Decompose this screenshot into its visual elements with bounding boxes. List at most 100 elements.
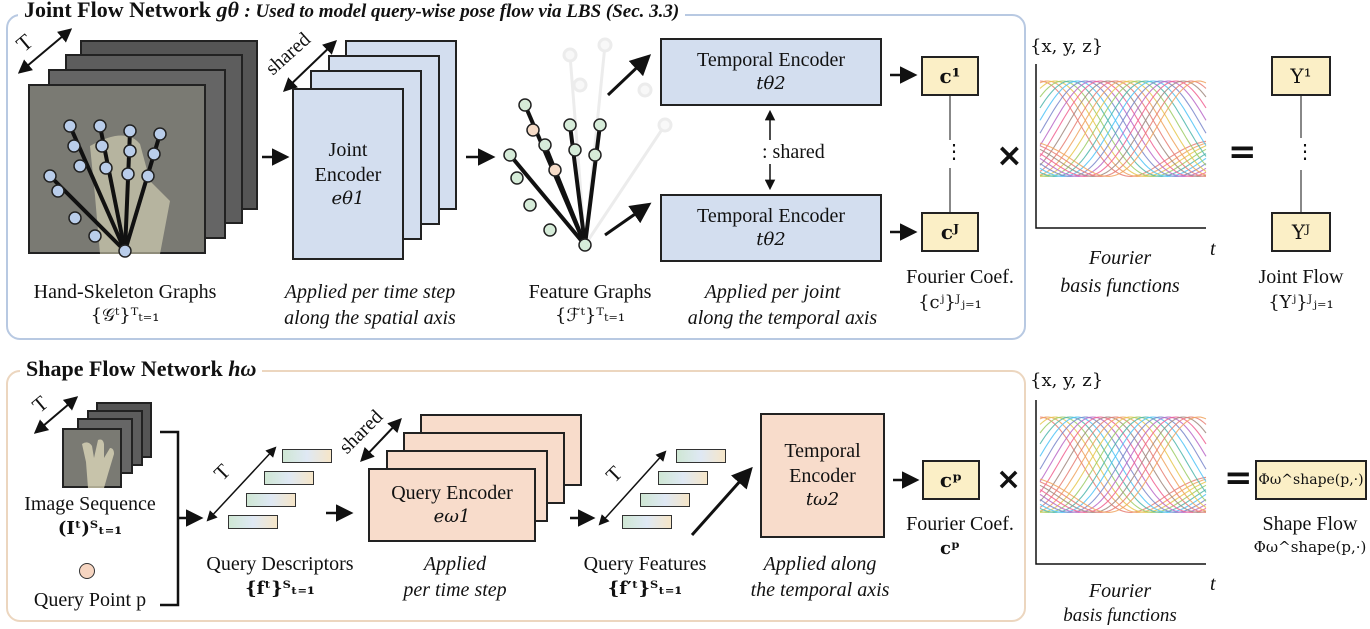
query-point-icon (79, 563, 95, 579)
joint-flow-math: {Υʲ}ᴶⱼ₌₁ (1268, 292, 1334, 313)
graphs-math: {𝒢ᵗ}ᵀₜ₌₁ (90, 305, 160, 326)
basis-curve (1039, 80, 1207, 177)
query-encoder-box: Query Encoder eω1 (368, 468, 536, 542)
query-features-math: {f′ᵗ}ᵀₜ₌₁ (607, 578, 683, 599)
shape-flow-math: Φω^shape(p,·) (1253, 538, 1367, 556)
query-feature-bar (676, 449, 726, 463)
basis-curve (1039, 80, 1207, 177)
joint-plot-label-1: Fourier (1088, 247, 1152, 269)
temporal-encoder-bottom: Temporal Encoder tθ2 (660, 194, 882, 262)
joint-flow-connector (1300, 95, 1302, 212)
coef-ellipsis: ⋮ (944, 141, 964, 163)
arrow-descriptors-to-encoder (326, 504, 354, 522)
shape-coef-math: cᵖ (940, 538, 960, 559)
shape-plot-axis-label: {x, y, z} (1030, 370, 1104, 391)
descriptor-t-arrow (206, 446, 277, 522)
query-descriptors-math: {fᵗ}ᵀₜ₌₁ (245, 578, 315, 599)
query-point-label: Query Point p (33, 589, 147, 611)
feature-graphs-label: Feature Graphs (528, 281, 652, 303)
graphs-label: Hand-Skeleton Graphs (33, 281, 217, 303)
query-features-label: Query Features (583, 553, 707, 575)
query-encoder-symbol: eω1 (433, 506, 471, 528)
joint-encoder-symbol: eθ1 (331, 187, 365, 209)
basis-curve (1039, 80, 1207, 177)
query-descriptor-bar (228, 515, 278, 529)
feature-graphs-math: {ℱᵗ}ᵀₜ₌₁ (554, 305, 626, 326)
arrows-temporal-to-coef (890, 66, 951, 241)
basis-curve (1039, 80, 1207, 177)
joint-shared-arrow (282, 40, 338, 92)
temporal-shared-label: : shared (762, 140, 825, 164)
basis-curve (1039, 416, 1207, 513)
basis-curve (1039, 80, 1207, 177)
coef-box-top: c¹ (921, 56, 979, 96)
joint-title-symbol: gθ (216, 0, 239, 22)
basis-curve (1039, 416, 1207, 513)
shape-temporal-symbol: tω2 (805, 489, 840, 511)
basis-curve (1039, 416, 1207, 513)
query-descriptor-bar (246, 493, 296, 507)
joint-flow-ellipsis: ⋮ (1295, 141, 1315, 163)
basis-curve (1039, 416, 1207, 513)
shape-fourier-plot (1035, 400, 1207, 565)
arrow-temporal-to-coef-shape (893, 471, 920, 489)
joint-plot-label-2: basis functions (1060, 275, 1180, 297)
shape-flow-box: Φω^shape(p,·) (1255, 460, 1367, 500)
joint-plot-axis-label: {x, y, z} (1030, 36, 1104, 57)
input-bracket (160, 430, 204, 607)
feature-graphs-drawing (503, 37, 673, 252)
shape-temporal-desc-1: Applied along (763, 553, 877, 575)
joint-t-arrow (17, 28, 73, 74)
shape-plot-t-label: t (1210, 573, 1216, 595)
basis-curve (1039, 80, 1207, 177)
basis-curve (1039, 416, 1207, 513)
shape-equals-icon: = (1224, 458, 1253, 498)
basis-curve (1039, 80, 1207, 177)
joint-flow-box-bottom: Υᴶ (1271, 212, 1331, 252)
shape-shared-arrow (360, 417, 402, 463)
image-sequence-math: (Iᵗ)ᵀₜ₌₁ (57, 518, 123, 539)
basis-curve (1039, 416, 1207, 513)
arrow-graph-to-encoder (262, 148, 290, 166)
joint-flow-box-top: Υ¹ (1271, 56, 1331, 96)
shape-coef-box: cᵖ (922, 460, 980, 500)
temporal-desc-1: Applied per joint (704, 281, 841, 303)
temporal-encoder-top: Temporal Encoder tθ2 (660, 38, 882, 106)
shape-flow-label: Shape Flow (1262, 513, 1358, 535)
shape-plot-label-2: basis functions (1063, 605, 1177, 626)
joint-coef-label: Fourier Coef. (906, 266, 1014, 288)
plot-axes (1035, 400, 1206, 565)
hand-skeleton-drawing (43, 119, 170, 258)
basis-curve (1039, 416, 1207, 513)
hand-skeleton-graph-image (28, 84, 206, 258)
image-sequence-label: Image Sequence (24, 493, 156, 515)
joint-encoder-desc-1: Applied per time step (284, 281, 456, 303)
basis-curve (1039, 80, 1207, 177)
basis-curve (1039, 80, 1207, 177)
basis-curve (1039, 416, 1207, 513)
shape-coef-label: Fourier Coef. (906, 513, 1014, 535)
temporal-desc-2: along the temporal axis (687, 307, 878, 329)
arrow-encoder-to-features-shape (570, 509, 596, 527)
shape-temporal-encoder-box: Temporal Encoder tω2 (760, 413, 885, 538)
query-feature-bar (622, 515, 672, 529)
hand-image-icon (62, 428, 122, 488)
basis-curve (1039, 80, 1207, 176)
joint-panel-title: Joint Flow Network gθ : Used to model qu… (18, 0, 686, 23)
basis-curve (1039, 416, 1207, 512)
query-encoder-desc-2: per time step (403, 579, 507, 601)
joint-equals-icon: = (1228, 132, 1257, 172)
query-feature-bar (658, 471, 708, 485)
joint-encoder-desc-2: along the spatial axis (284, 307, 456, 329)
basis-curve (1039, 80, 1207, 177)
joint-times-icon: × (996, 136, 1023, 174)
query-encoder-desc-1: Applied (423, 553, 487, 575)
features-t-arrow (598, 450, 667, 526)
query-descriptor-bar (264, 471, 314, 485)
query-descriptor-bar (282, 449, 332, 463)
shape-panel-title: Shape Flow Network hω (20, 356, 263, 382)
shape-temporal-desc-2: the temporal axis (750, 579, 890, 601)
shape-times-icon: × (996, 462, 1022, 497)
joint-plot-t-label: t (1210, 238, 1216, 260)
arrows-features-to-temporal (604, 54, 652, 237)
